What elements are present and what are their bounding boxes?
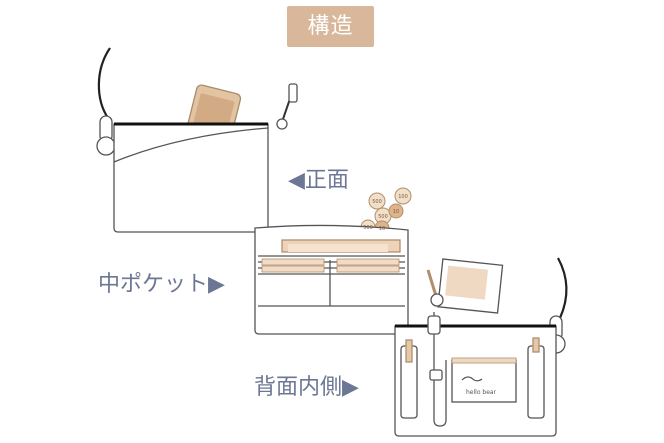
coin-label: 500 xyxy=(372,199,382,205)
coin-label: 10 xyxy=(393,209,399,215)
label-front: ◀正面 xyxy=(288,168,349,193)
brand-mark: hello bear xyxy=(466,389,497,396)
coin-label: 100 xyxy=(398,194,408,200)
section-title-badge: 構造 xyxy=(287,6,374,47)
back-inside-illustration: hello bear xyxy=(394,257,568,437)
label-middle-pocket: 中ポケット▶ xyxy=(98,272,225,297)
front-view-illustration xyxy=(96,47,298,233)
coin-label: 10 xyxy=(379,226,385,232)
coin-label: 500 xyxy=(363,225,373,231)
coin-label: 500 xyxy=(378,214,388,220)
bear-logo-icon xyxy=(461,376,483,382)
middle-pocket-illustration xyxy=(254,187,412,335)
label-back-inside: 背面内側▶ xyxy=(254,375,359,400)
